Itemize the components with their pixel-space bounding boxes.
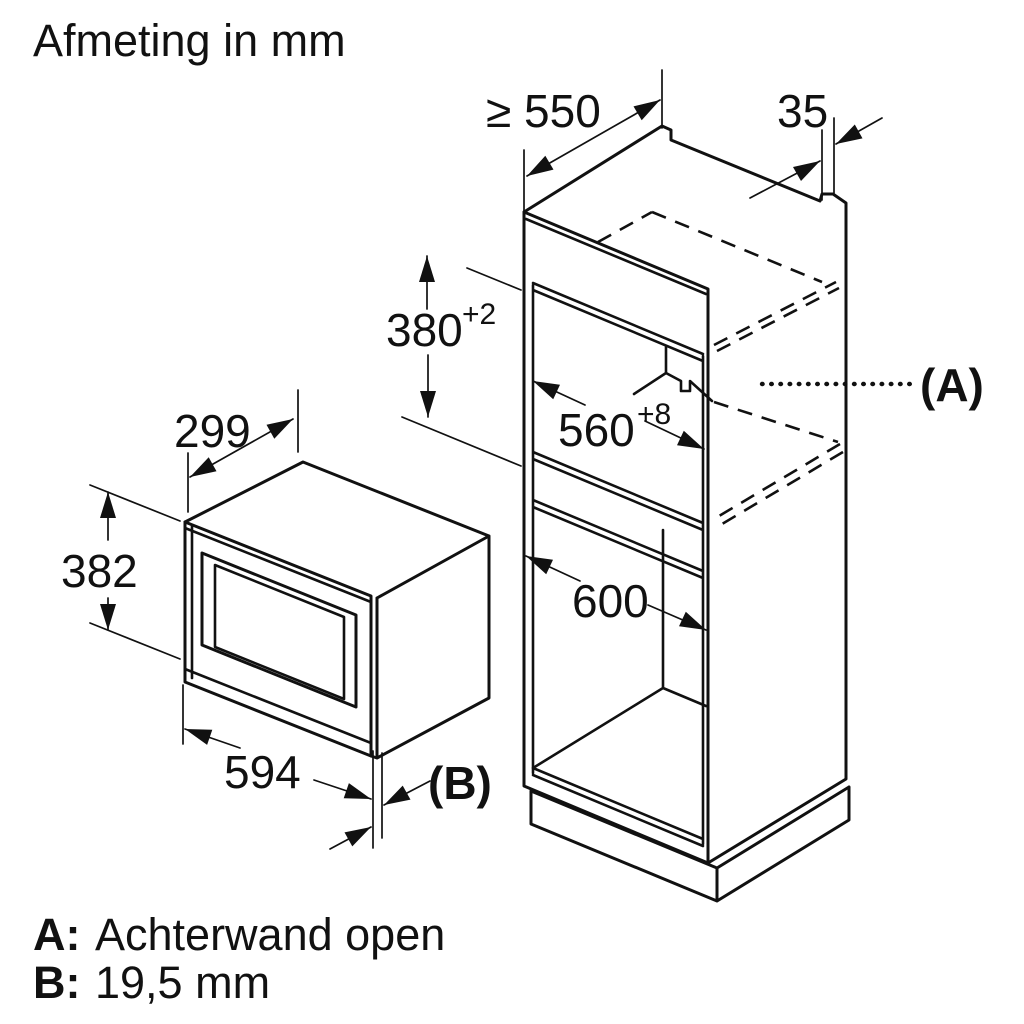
page-title: Afmeting in mm xyxy=(33,15,346,66)
cabinet-drawing xyxy=(522,124,921,903)
cabinet-cable-notch xyxy=(632,345,714,403)
legend-b-text: 19,5 mm xyxy=(95,957,270,1008)
legend-a-key: A: xyxy=(33,909,80,960)
dim-niche-width-label: 560 +8 xyxy=(558,398,671,456)
microwave-drawing xyxy=(183,460,491,760)
dimension-ticks xyxy=(182,69,835,849)
cabinet-lower-interior xyxy=(531,528,708,770)
microwave-body xyxy=(183,460,491,760)
callout-b-label: (B) xyxy=(428,757,492,809)
dim-cabinet-depth-label: ≥ 550 xyxy=(486,85,601,137)
dim-microwave-height-label: 382 xyxy=(61,545,138,597)
dim-cabinet-width-label: 600 xyxy=(572,575,649,627)
microwave-door-inner-lines xyxy=(183,524,373,745)
dim-niche-height-label: 380 +2 xyxy=(386,298,496,356)
dimension-arrowheads xyxy=(100,100,863,847)
microwave-door xyxy=(183,520,373,758)
legend-b-key: B: xyxy=(33,957,80,1008)
dim-rear-gap-label: 35 xyxy=(777,85,828,137)
dim-microwave-depth-label: 299 xyxy=(174,405,251,457)
microwave-window xyxy=(200,551,358,709)
cabinet-plinth xyxy=(529,785,851,903)
dim-microwave-width-label: 594 xyxy=(224,746,301,798)
open-back-dashed-lines xyxy=(597,210,844,529)
microwave-window-inner xyxy=(213,563,346,701)
cabinet-front-edge xyxy=(522,210,710,865)
cabinet-outline xyxy=(522,124,848,865)
cabinet-inner-frame xyxy=(524,217,708,848)
dimension-annotations: ≥ 550 35 380 +2 560 +8 600 (A) 299 382 5… xyxy=(61,69,984,850)
legend-a-text: Achterwand open xyxy=(95,909,445,960)
legend: A: Achterwand open B: 19,5 mm xyxy=(33,909,445,1008)
callout-a-label: (A) xyxy=(920,359,984,411)
